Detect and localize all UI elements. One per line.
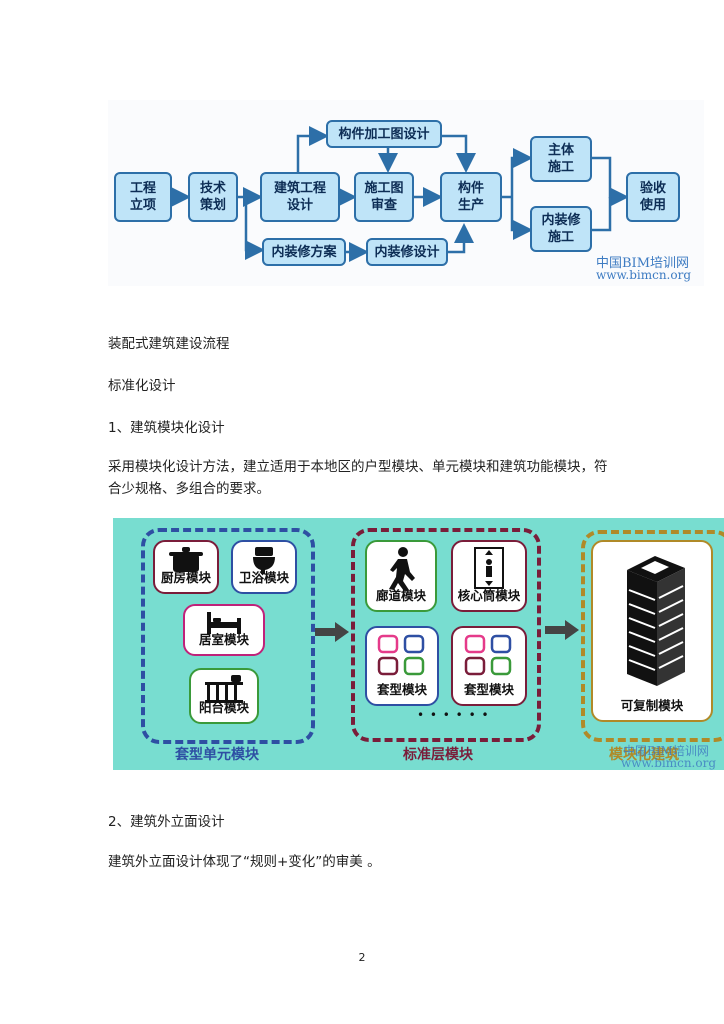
group-building	[581, 530, 724, 742]
watermark-cn: 中国BIM培训网	[596, 256, 689, 271]
balcony-module: 阳台模块	[189, 668, 259, 724]
group-unit-label: 套型单元模块	[175, 747, 259, 763]
replicable-label: 可复制模块	[620, 698, 684, 713]
node-drawing-review: 施工图 审查	[354, 172, 414, 222]
node-main-construction: 主体 施工	[530, 136, 592, 182]
kitchen-label: 厨房模块	[160, 570, 211, 585]
group-floor-label: 标准层模块	[403, 747, 473, 763]
group-floor-modules	[351, 528, 541, 742]
bedroom-module: 居室模块	[183, 604, 265, 656]
suite-module-b: 套型模块	[451, 626, 527, 706]
node-technical-planning: 技术 策划	[188, 172, 238, 222]
node-component-drawing-design: 构件加工图设计	[326, 120, 442, 148]
subsection-heading-2: 2、建筑外立面设计	[108, 814, 225, 830]
building-icon	[627, 556, 685, 686]
node-architectural-design: 建筑工程 设计	[260, 172, 340, 222]
page-number: 2	[358, 951, 366, 964]
module-diagram: 厨房模块 卫浴模块 居室模块 阳台模块 套型单元模块	[113, 518, 724, 770]
node-interior-design: 内装修设计	[366, 238, 448, 266]
node-acceptance-use: 验收 使用	[626, 172, 680, 222]
bath-label: 卫浴模块	[238, 570, 289, 585]
construction-flowchart: 工程 立项 技术 策划 建筑工程 设计 构件加工图设计 施工图 审查 构件 生产…	[108, 100, 704, 286]
paragraph-modular-design: 采用模块化设计方法，建立适用于本地区的户型模块、单元模块和建筑功能模块，符合少规…	[108, 459, 608, 497]
watermark-url: www.bimcn.org	[621, 756, 717, 770]
section-heading: 标准化设计	[108, 378, 176, 394]
core-label: 核心筒模块	[457, 588, 521, 603]
node-interior-construction: 内装修 施工	[530, 206, 592, 252]
bath-module: 卫浴模块	[231, 540, 297, 594]
corridor-module: 廊道模块	[365, 540, 437, 612]
corridor-label: 廊道模块	[375, 588, 426, 603]
subsection-heading-1: 1、建筑模块化设计	[108, 420, 225, 436]
core-module: 核心筒模块	[451, 540, 527, 612]
node-project-approval: 工程 立项	[114, 172, 172, 222]
balcony-icon	[205, 675, 243, 703]
watermark-url: www.bimcn.org	[596, 268, 692, 282]
replicable-module: 可复制模块	[591, 540, 713, 722]
grid-icon	[377, 634, 425, 676]
balcony-label: 阳台模块	[198, 700, 249, 715]
bedroom-label: 居室模块	[198, 632, 249, 647]
bed-icon	[207, 612, 241, 634]
ellipsis-dots: • • • • • •	[417, 708, 490, 722]
suite-a-label: 套型模块	[376, 682, 427, 697]
suite-module-a: 套型模块	[365, 626, 439, 706]
watermark-cn: 中国BIM培训网	[623, 744, 709, 758]
node-interior-scheme: 内装修方案	[262, 238, 346, 266]
figure-caption: 装配式建筑建设流程	[108, 336, 230, 352]
paragraph-facade-design: 建筑外立面设计体现了“规则+变化”的审美 。	[108, 854, 381, 870]
walking-person-icon	[389, 547, 415, 591]
node-component-production: 构件 生产	[440, 172, 502, 222]
suite-b-label: 套型模块	[463, 682, 514, 697]
toilet-icon	[253, 547, 275, 574]
flowchart-connectors	[171, 126, 629, 262]
pot-icon	[169, 547, 203, 572]
group-unit-modules	[141, 528, 315, 744]
grid-icon	[464, 634, 512, 676]
group-building-label: 模块化建筑	[609, 747, 679, 763]
arrow-right-icon	[545, 620, 579, 640]
elevator-icon	[474, 547, 504, 589]
arrow-right-icon	[315, 622, 349, 642]
kitchen-module: 厨房模块	[153, 540, 219, 594]
